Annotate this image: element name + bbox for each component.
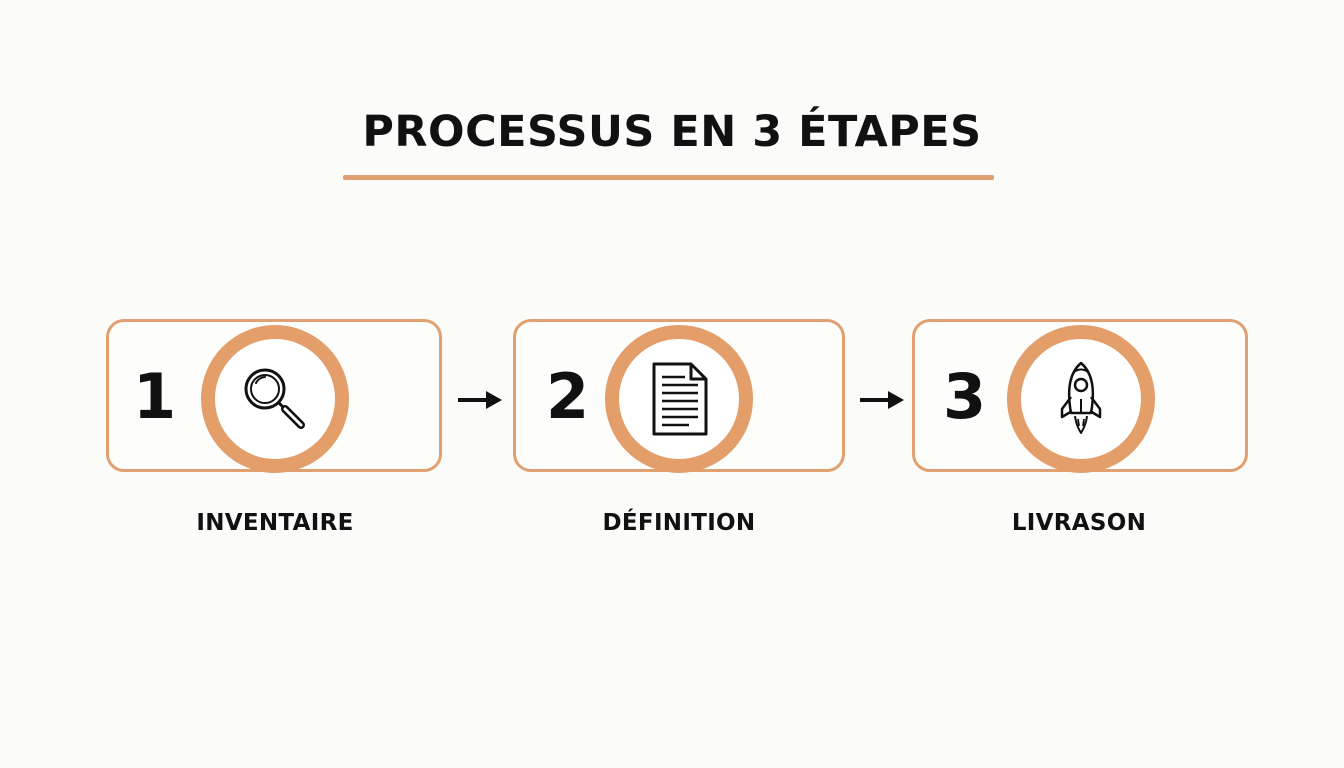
step-1-box: 1 — [106, 319, 442, 473]
step-3-number: 3 — [943, 360, 987, 433]
document-icon — [652, 362, 708, 436]
title-underline — [343, 175, 994, 180]
arrow-right-icon — [860, 391, 904, 409]
step-2-icon-ring — [605, 325, 753, 473]
step-2-label: DÉFINITION — [602, 510, 756, 536]
rocket-icon — [1060, 361, 1102, 434]
step-2-box: 2 — [513, 319, 845, 473]
magnifying-glass-icon — [244, 368, 305, 429]
step-3-box: 3 — [912, 319, 1248, 473]
step-3-label: LIVRASON — [1011, 510, 1147, 536]
diagram-title: PROCESSUS EN 3 ÉTAPES — [362, 107, 982, 157]
step-3-icon-ring — [1007, 325, 1155, 473]
step-1-icon-ring — [201, 325, 349, 473]
arrow-right-icon — [458, 391, 502, 409]
step-1-number: 1 — [133, 360, 177, 433]
step-2-number: 2 — [546, 360, 590, 433]
step-1-label: INVENTAIRE — [196, 510, 354, 536]
